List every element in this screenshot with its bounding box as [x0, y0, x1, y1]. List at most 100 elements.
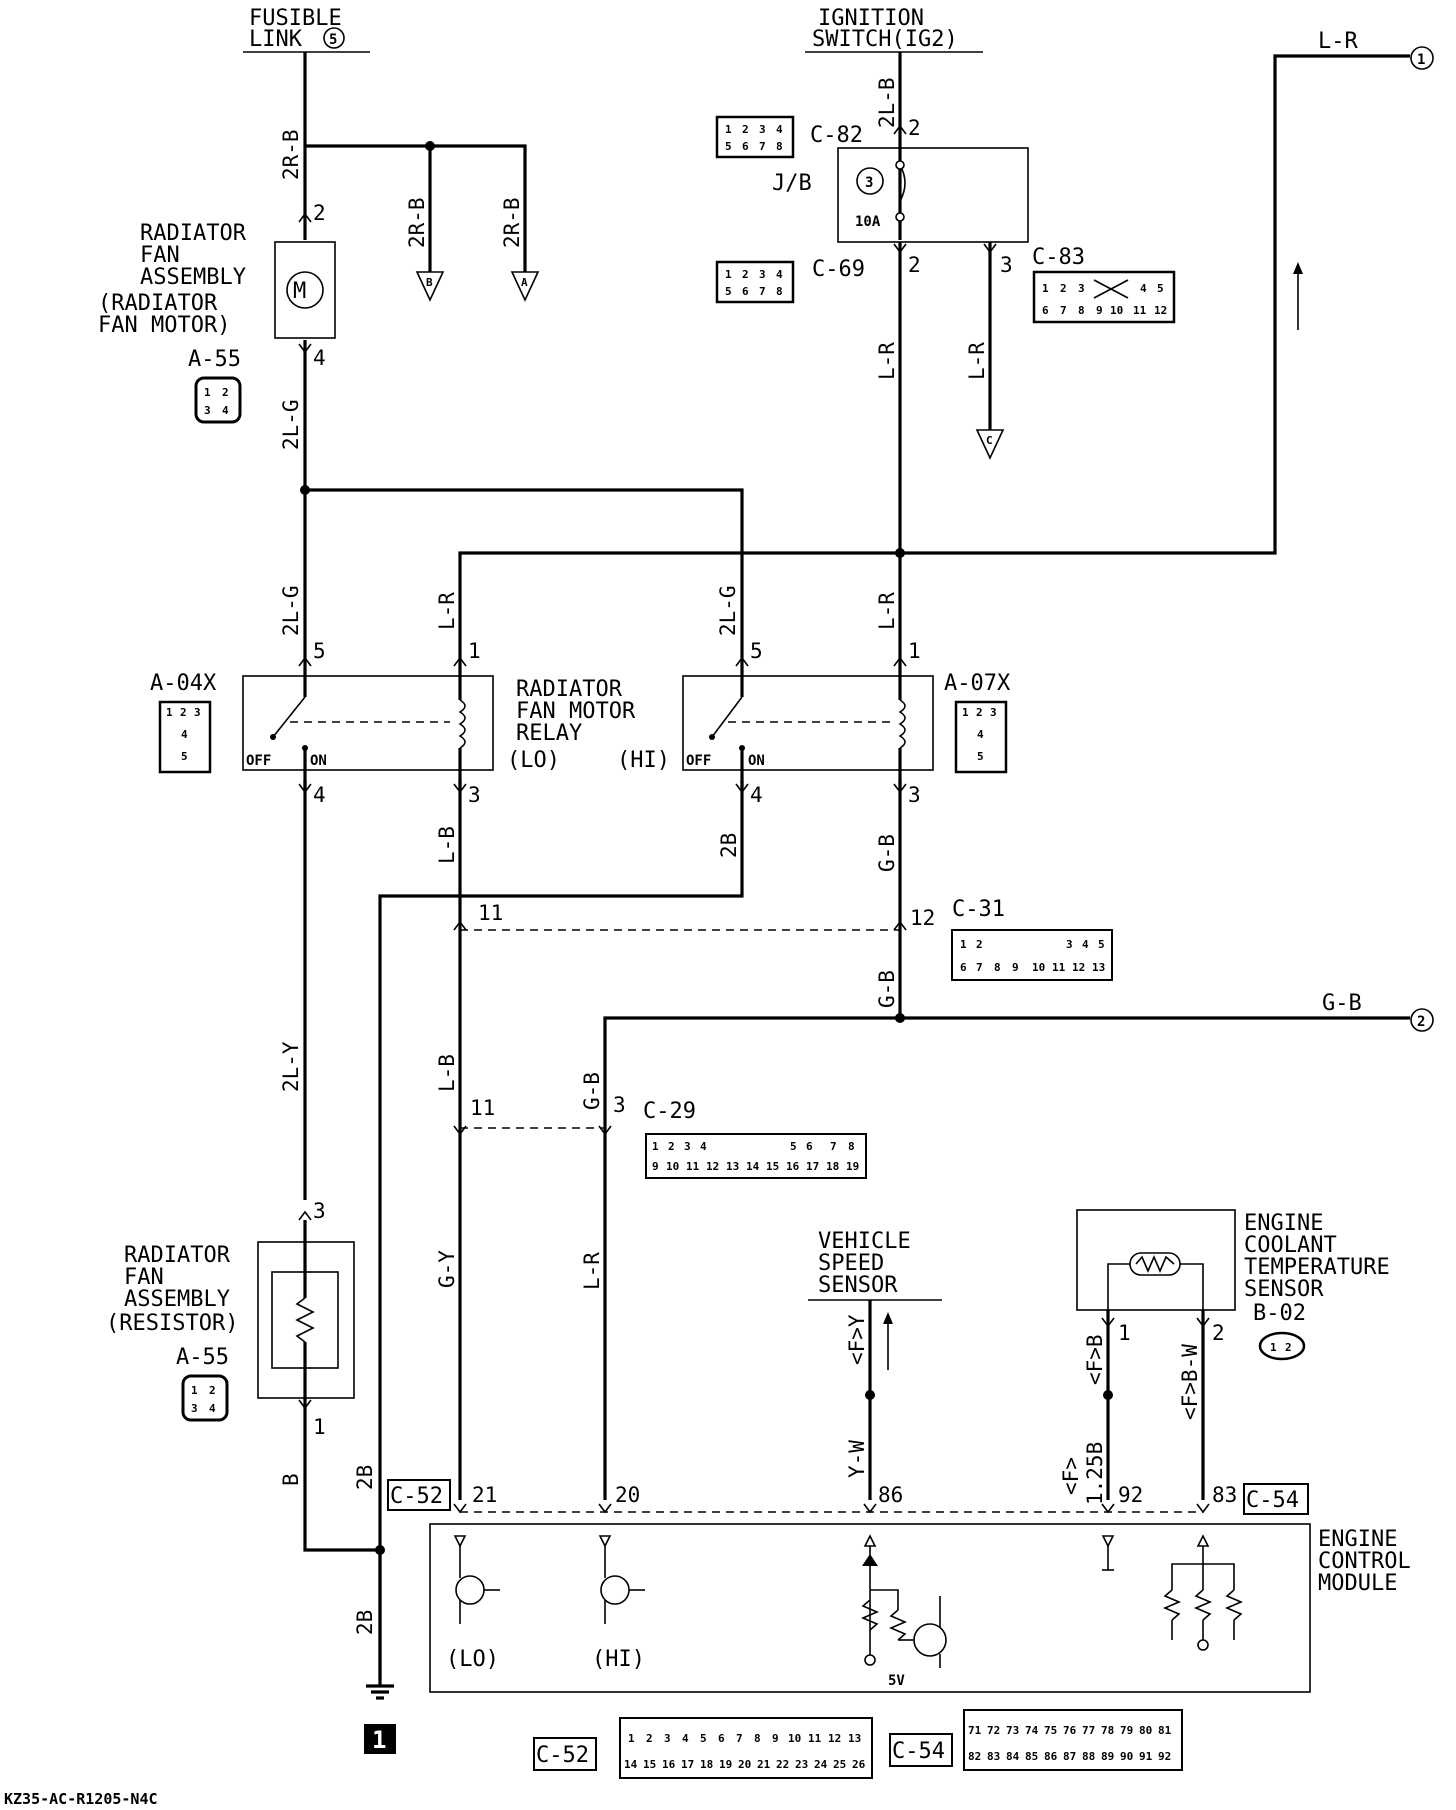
- connector-pin: 3: [1078, 282, 1085, 295]
- connector-pin: 2: [668, 1140, 675, 1153]
- offpage-2-number: 2: [1417, 1014, 1425, 1030]
- connector-pin: 2: [742, 268, 749, 281]
- wire-label: <F>B: [1083, 1334, 1107, 1385]
- wire-b-resistor-ground: [303, 1385, 380, 1552]
- terminal-chevron-icon: [735, 656, 749, 667]
- connector-label: A-07X: [944, 671, 1011, 696]
- wire-label: 1.25B: [1083, 1442, 1107, 1505]
- connector-label: B-02: [1253, 1301, 1306, 1326]
- connector-pin: 3: [759, 123, 766, 136]
- wire-label: L-R: [435, 592, 459, 630]
- connector-pin: 3: [191, 1402, 198, 1415]
- connector-pin: 2: [180, 706, 187, 719]
- ignition-switch-line2: SWITCH(IG2): [812, 27, 958, 52]
- radiator-fan-motor: M RADIATOR FAN ASSEMBLY (RADIATOR FAN MO…: [98, 221, 336, 339]
- connector-label: C-31: [952, 897, 1005, 922]
- connector-pin: 2: [209, 1384, 216, 1397]
- connector-pin: 75: [1044, 1724, 1057, 1737]
- connector-label: A-55: [176, 1345, 229, 1370]
- connector-label: C-69: [812, 257, 865, 282]
- connector-pin: 3: [204, 404, 211, 417]
- relay-hi-on: ON: [748, 753, 765, 769]
- terminal-chevron-icon: [893, 783, 907, 794]
- connector-pin: 12: [1072, 961, 1085, 974]
- connector-label: C-82: [810, 123, 863, 148]
- wire-label: B: [279, 1473, 303, 1486]
- connector-pin: 87: [1063, 1750, 1076, 1763]
- pin-number: 3: [613, 1093, 626, 1117]
- thermistor-zigzag-icon: [1135, 1254, 1175, 1274]
- connector-pin: 18: [700, 1758, 713, 1771]
- connector-pin: 1: [962, 706, 969, 719]
- connector-pin: 84: [1006, 1750, 1020, 1763]
- pin-number: 3: [313, 1199, 326, 1223]
- connector-pin: 9: [1096, 304, 1103, 317]
- connector-pin: 4: [181, 728, 188, 741]
- relay-lo-coil-icon: [458, 699, 466, 749]
- connector-pin: 10: [1110, 304, 1123, 317]
- terminal-chevron-icon: [298, 656, 312, 667]
- connector-pin: 4: [1082, 938, 1089, 951]
- wire-2lg-to-hi-relay: [305, 488, 744, 660]
- relay-lo: OFF ON: [242, 660, 494, 790]
- connector-pin: 74: [1025, 1724, 1039, 1737]
- diode-icon: [862, 1554, 878, 1566]
- connector-pin: 4: [209, 1402, 216, 1415]
- connector-pin: 7: [1060, 304, 1067, 317]
- pin-number: 92: [1118, 1483, 1143, 1507]
- wire-label: 2L-G: [279, 585, 303, 636]
- wire-label: 2R-B: [279, 129, 303, 180]
- connector-pin: 2: [222, 386, 229, 399]
- connector-c52-bottom: C-52 1 2 3 4 5 6 7 8 9 10 11 12 13 14 15…: [533, 1717, 873, 1779]
- connector-a55-bottom: A-55 1 2 3 4: [176, 1345, 229, 1422]
- resistor-label: RADIATOR: [124, 1243, 231, 1268]
- relay-hi-off: OFF: [686, 753, 711, 769]
- connector-c31-body: [951, 929, 1113, 981]
- connector-pin: 22: [776, 1758, 789, 1771]
- ground-number: 1: [372, 1726, 386, 1754]
- connector-pin: 8: [776, 285, 783, 298]
- ect-label: SENSOR: [1244, 1277, 1324, 1302]
- connector-b02-body: [1258, 1331, 1306, 1361]
- vss-label: SPEED: [818, 1251, 884, 1276]
- connector-pin: 86: [1044, 1750, 1058, 1763]
- up-arrow-head-icon: [1293, 262, 1303, 274]
- relay-lo-tag: (LO): [507, 748, 560, 773]
- relay-lo-contact-dot: [270, 734, 276, 740]
- offpage-1-number: 1: [1417, 52, 1425, 68]
- connector-pin: 2: [1060, 282, 1067, 295]
- connector-tag-box: [533, 1737, 597, 1771]
- offpage-connector-2: G-B 2: [1322, 991, 1434, 1032]
- connector-a55-top: A-55 1 2 3 4: [188, 347, 242, 424]
- offpage-1-circle: [1410, 46, 1434, 70]
- connector-pin: 11: [1133, 304, 1147, 317]
- pin-number: 20: [615, 1483, 640, 1507]
- connector-pin: 2: [976, 706, 983, 719]
- pin-number: 11: [478, 901, 503, 925]
- wire-lr-bus: [458, 54, 1410, 660]
- connector-pin: 7: [759, 285, 766, 298]
- fuse-terminal: [895, 212, 905, 222]
- wire-2rb-branch-a: [305, 144, 527, 272]
- connector-a55-bottom-body: [181, 1374, 229, 1422]
- ecm-label: ENGINE: [1318, 1527, 1397, 1552]
- relay-hi-box: [682, 675, 934, 771]
- wire-label: L-R: [875, 342, 899, 380]
- connector-pin: 4: [700, 1140, 707, 1153]
- ignition-switch-label: IGNITION SWITCH(IG2): [805, 6, 983, 53]
- wire-label: L-B: [435, 1054, 459, 1092]
- relay-lo-box: [242, 675, 494, 771]
- connector-pin: 13: [726, 1160, 739, 1173]
- connector-pin: 1: [725, 123, 732, 136]
- motor-letter: M: [293, 279, 306, 304]
- terminal-chevrons: [298, 124, 1210, 1514]
- ect-label: ENGINE: [1244, 1211, 1323, 1236]
- connector-pin: 1: [725, 268, 732, 281]
- junction-block-box: [837, 147, 1029, 243]
- arrow-a-label: A: [521, 276, 528, 289]
- resistor-label: ASSEMBLY: [124, 1287, 230, 1312]
- radiator-fan-resistor: RADIATOR FAN ASSEMBLY (RESISTOR): [106, 1220, 355, 1400]
- ground-number-badge: [364, 1724, 396, 1754]
- connector-c29: C-29 1 2 3 4 5 6 7 8 9 10 11 12 13 14 15…: [460, 1099, 867, 1179]
